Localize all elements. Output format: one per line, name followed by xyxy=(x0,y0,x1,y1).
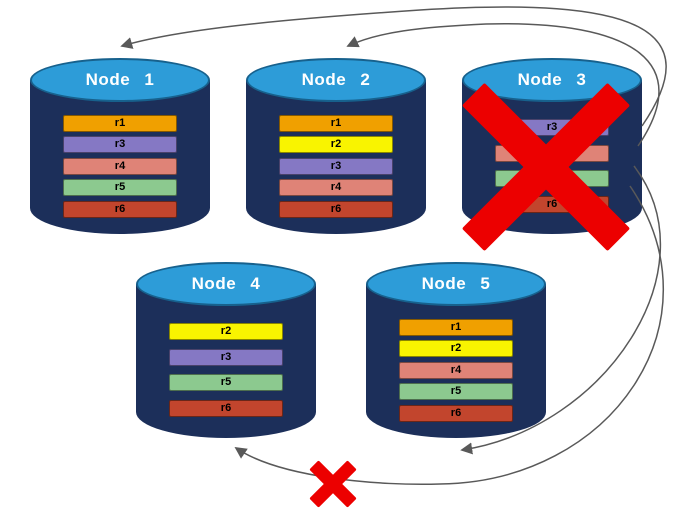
node-title: Node 2 xyxy=(301,70,371,89)
shard-bar: r4 xyxy=(279,179,393,196)
shard-list: r2 r3 r5 r6 xyxy=(136,314,316,426)
shard-list: r3 r4 r5 r6 xyxy=(462,110,642,222)
shard-list: r1 r2 r4 r5 r6 xyxy=(366,314,546,426)
shard-bar: r1 xyxy=(279,114,393,132)
shard-bar: r1 xyxy=(399,318,513,336)
cylinder-top: Node 4 xyxy=(136,262,316,306)
node-title: Node 5 xyxy=(421,274,491,293)
node-2: Node 2 r1 r2 r3 r4 r6 xyxy=(246,58,426,234)
node-4: Node 4 r2 r3 r5 r6 xyxy=(136,262,316,438)
node-title: Node 3 xyxy=(517,70,587,89)
shard-bar: r3 xyxy=(63,136,177,153)
shard-bar: r5 xyxy=(495,170,609,188)
shard-bar: r3 xyxy=(495,118,609,136)
shard-bar: r4 xyxy=(495,144,609,162)
shard-bar: r6 xyxy=(495,196,609,214)
shard-bar: r3 xyxy=(279,157,393,175)
shard-bar: r4 xyxy=(63,157,177,175)
node-1: Node 1 r1 r3 r4 r5 r6 xyxy=(30,58,210,234)
shard-bar: r6 xyxy=(279,200,393,218)
shard-list: r1 r3 r4 r5 r6 xyxy=(30,110,210,222)
node-5: Node 5 r1 r2 r4 r5 r6 xyxy=(366,262,546,438)
cylinder-top: Node 3 xyxy=(462,58,642,102)
shard-bar: r3 xyxy=(169,348,283,366)
shard-list: r1 r2 r3 r4 r6 xyxy=(246,110,426,222)
node-title: Node 4 xyxy=(191,274,261,293)
shard-bar: r1 xyxy=(63,114,177,132)
shard-bar: r6 xyxy=(399,404,513,422)
node-3: Node 3 r3 r4 r5 r6 xyxy=(462,58,642,234)
shard-bar: r6 xyxy=(63,200,177,218)
shard-bar: r4 xyxy=(399,361,513,379)
shard-bar: r5 xyxy=(399,383,513,400)
cylinder-top: Node 2 xyxy=(246,58,426,102)
transfer-failure-x-icon xyxy=(309,460,357,508)
cylinder-top: Node 1 xyxy=(30,58,210,102)
shard-bar: r6 xyxy=(169,400,283,418)
shard-bar: r2 xyxy=(279,136,393,153)
shard-bar: r5 xyxy=(169,374,283,392)
node-title: Node 1 xyxy=(85,70,155,89)
shard-bar: r5 xyxy=(63,179,177,196)
shard-bar: r2 xyxy=(169,322,283,340)
cylinder-top: Node 5 xyxy=(366,262,546,306)
shard-bar: r2 xyxy=(399,340,513,357)
